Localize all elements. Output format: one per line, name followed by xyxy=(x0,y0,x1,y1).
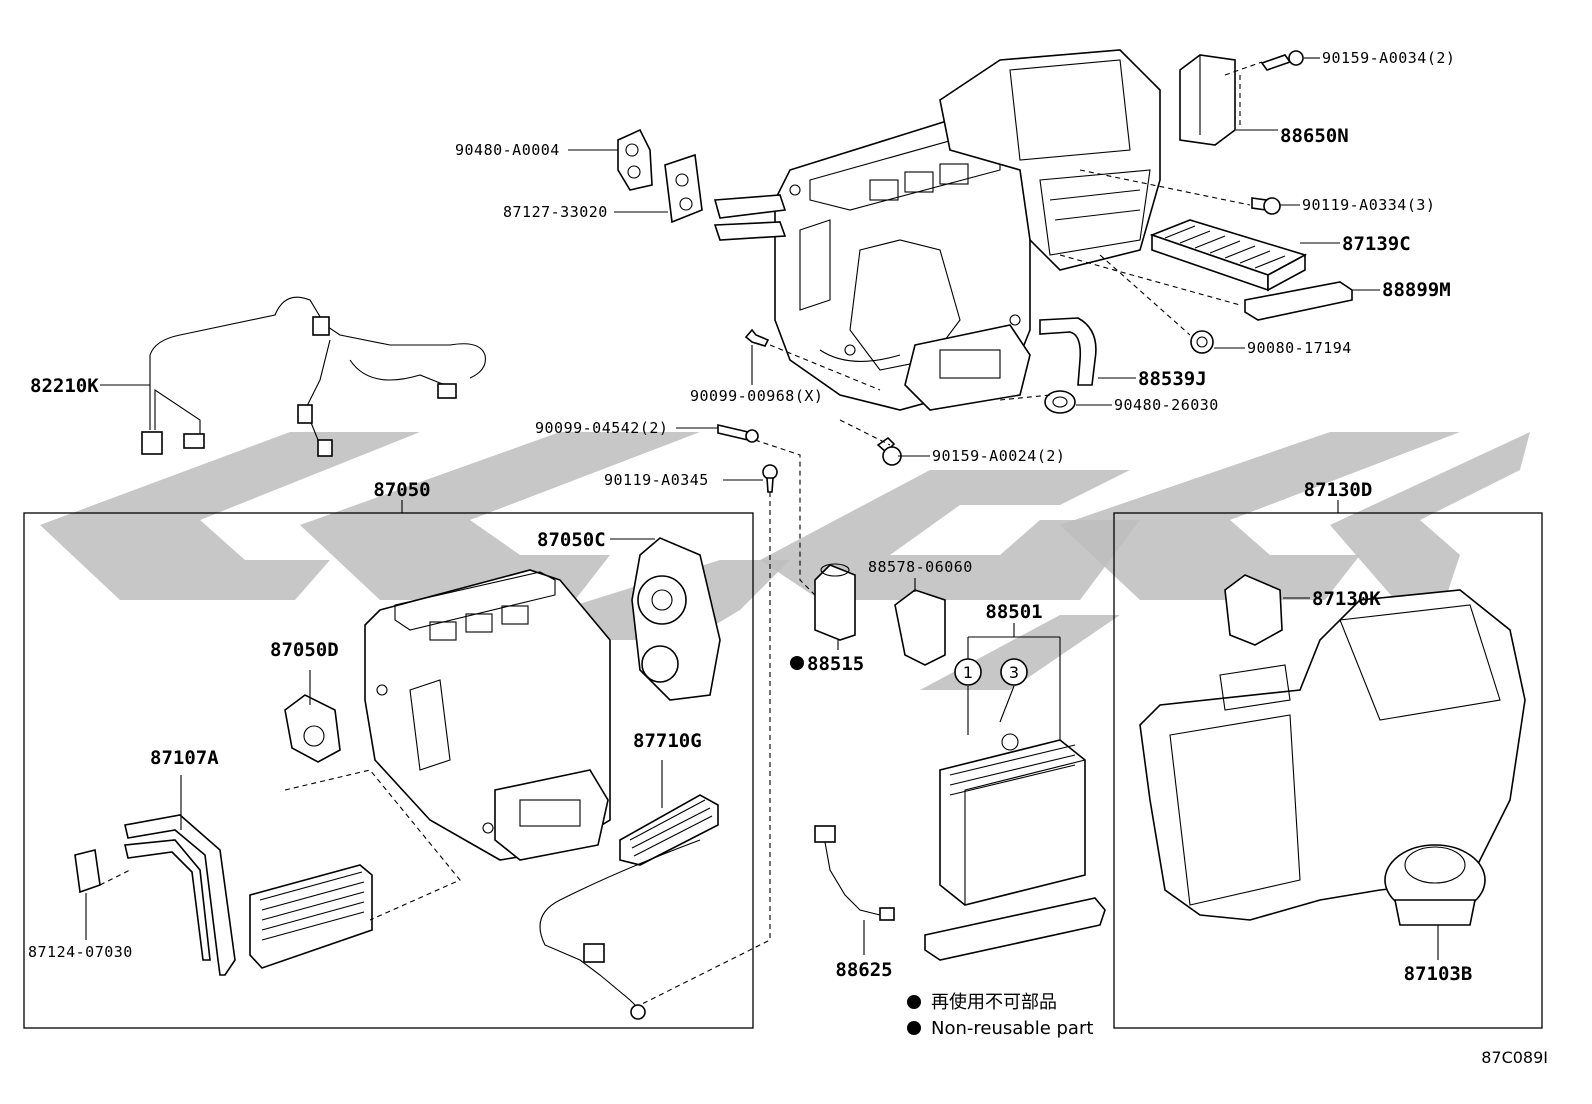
callout-labels: 90159-A0034(2) 88650N 90480-A0004 87127-… xyxy=(28,49,1472,985)
label-87050C: 87050C xyxy=(537,529,606,551)
circle-1-label: 1 xyxy=(963,663,973,682)
part-88650N xyxy=(1179,54,1236,146)
core-87710G xyxy=(619,794,719,866)
cover-88899M xyxy=(1244,281,1353,321)
label-87124-07030: 87124-07030 xyxy=(28,943,133,961)
label-87127-33020: 87127-33020 xyxy=(503,203,608,221)
nut-90080-17194 xyxy=(1190,330,1214,354)
label-90159-A0034: 90159-A0034(2) xyxy=(1322,49,1455,67)
evaporator-88501 xyxy=(924,733,1106,961)
blower-case-87130D xyxy=(1139,589,1526,921)
blower-unit-87050C xyxy=(631,537,721,701)
screw-90099-04542 xyxy=(717,423,759,443)
label-90159-A0024: 90159-A0024(2) xyxy=(932,447,1065,465)
assembly-87130D-box xyxy=(1113,512,1543,1029)
bolt-90119-A0334 xyxy=(1251,197,1281,215)
dashed-guides xyxy=(99,61,1263,1006)
watermark-logo xyxy=(40,432,1530,690)
hvac-unit-lower xyxy=(364,569,611,861)
label-90119-A0345: 90119-A0345 xyxy=(604,471,709,489)
assembly-87050-box xyxy=(23,512,754,1029)
leader-lines xyxy=(85,57,1439,960)
bolt-90119-A0345 xyxy=(762,464,778,493)
label-87050D: 87050D xyxy=(270,639,339,661)
grommet-90480-26030 xyxy=(1044,390,1076,414)
label-82210K: 82210K xyxy=(30,375,99,397)
label-87130K: 87130K xyxy=(1312,588,1381,610)
heater-core-87107A xyxy=(124,814,373,976)
legend-en: Non-reusable part xyxy=(931,1018,1093,1039)
non-reusable-marker-88515 xyxy=(790,656,804,670)
bolt-90159-A0034 xyxy=(1260,50,1304,71)
label-90080-17194: 90080-17194 xyxy=(1247,339,1352,357)
legend: 再使用不可部品 Non-reusable part xyxy=(907,992,1093,1039)
seal-87127-33020 xyxy=(664,153,703,224)
wire-88625-lower xyxy=(539,839,701,1020)
label-88650N: 88650N xyxy=(1280,125,1349,147)
label-88539J: 88539J xyxy=(1138,368,1207,390)
label-88625: 88625 xyxy=(835,959,892,981)
clip-87124-07030 xyxy=(74,849,101,894)
label-88515: 88515 xyxy=(807,653,864,675)
label-87050: 87050 xyxy=(373,479,430,501)
label-88899M: 88899M xyxy=(1382,279,1451,301)
label-87107A: 87107A xyxy=(150,747,219,769)
filter-87139C xyxy=(1149,219,1308,292)
blower-motor-87103B xyxy=(1384,844,1486,926)
circled-numbers: 1 3 xyxy=(954,658,1028,686)
actuator-87050D xyxy=(284,694,341,763)
legend-jp: 再使用不可部品 xyxy=(931,992,1057,1013)
label-87139C: 87139C xyxy=(1342,233,1411,255)
label-87710G: 87710G xyxy=(633,730,702,752)
screw-90099-00968 xyxy=(744,328,770,347)
label-88578-06060: 88578-06060 xyxy=(868,558,973,576)
actuator-87130K xyxy=(1224,574,1283,646)
clip-88578-06060 xyxy=(894,589,946,666)
label-90119-A0334: 90119-A0334(3) xyxy=(1302,196,1435,214)
legend-bullet-en xyxy=(907,1021,921,1035)
legend-bullet-jp xyxy=(907,995,921,1009)
sensor-88625 xyxy=(814,825,895,921)
label-87103B: 87103B xyxy=(1404,963,1473,985)
label-88501: 88501 xyxy=(985,601,1042,623)
valve-88515 xyxy=(814,563,856,641)
label-90099-00968: 90099-00968(X) xyxy=(690,387,823,405)
pipe-88539J xyxy=(1039,317,1097,386)
hvac-unit-top xyxy=(713,49,1161,411)
grommet-90480-A0004 xyxy=(617,128,653,191)
wire-harness-82210K xyxy=(141,296,486,457)
label-90099-04542: 90099-04542(2) xyxy=(535,419,668,437)
label-87130D: 87130D xyxy=(1304,479,1373,501)
circle-3-label: 3 xyxy=(1009,663,1019,682)
bolt-90159-A0024 xyxy=(876,436,902,466)
label-90480-26030: 90480-26030 xyxy=(1114,396,1219,414)
diagram-code: 87C089I xyxy=(1481,1048,1548,1067)
label-90480-A0004: 90480-A0004 xyxy=(455,141,560,159)
